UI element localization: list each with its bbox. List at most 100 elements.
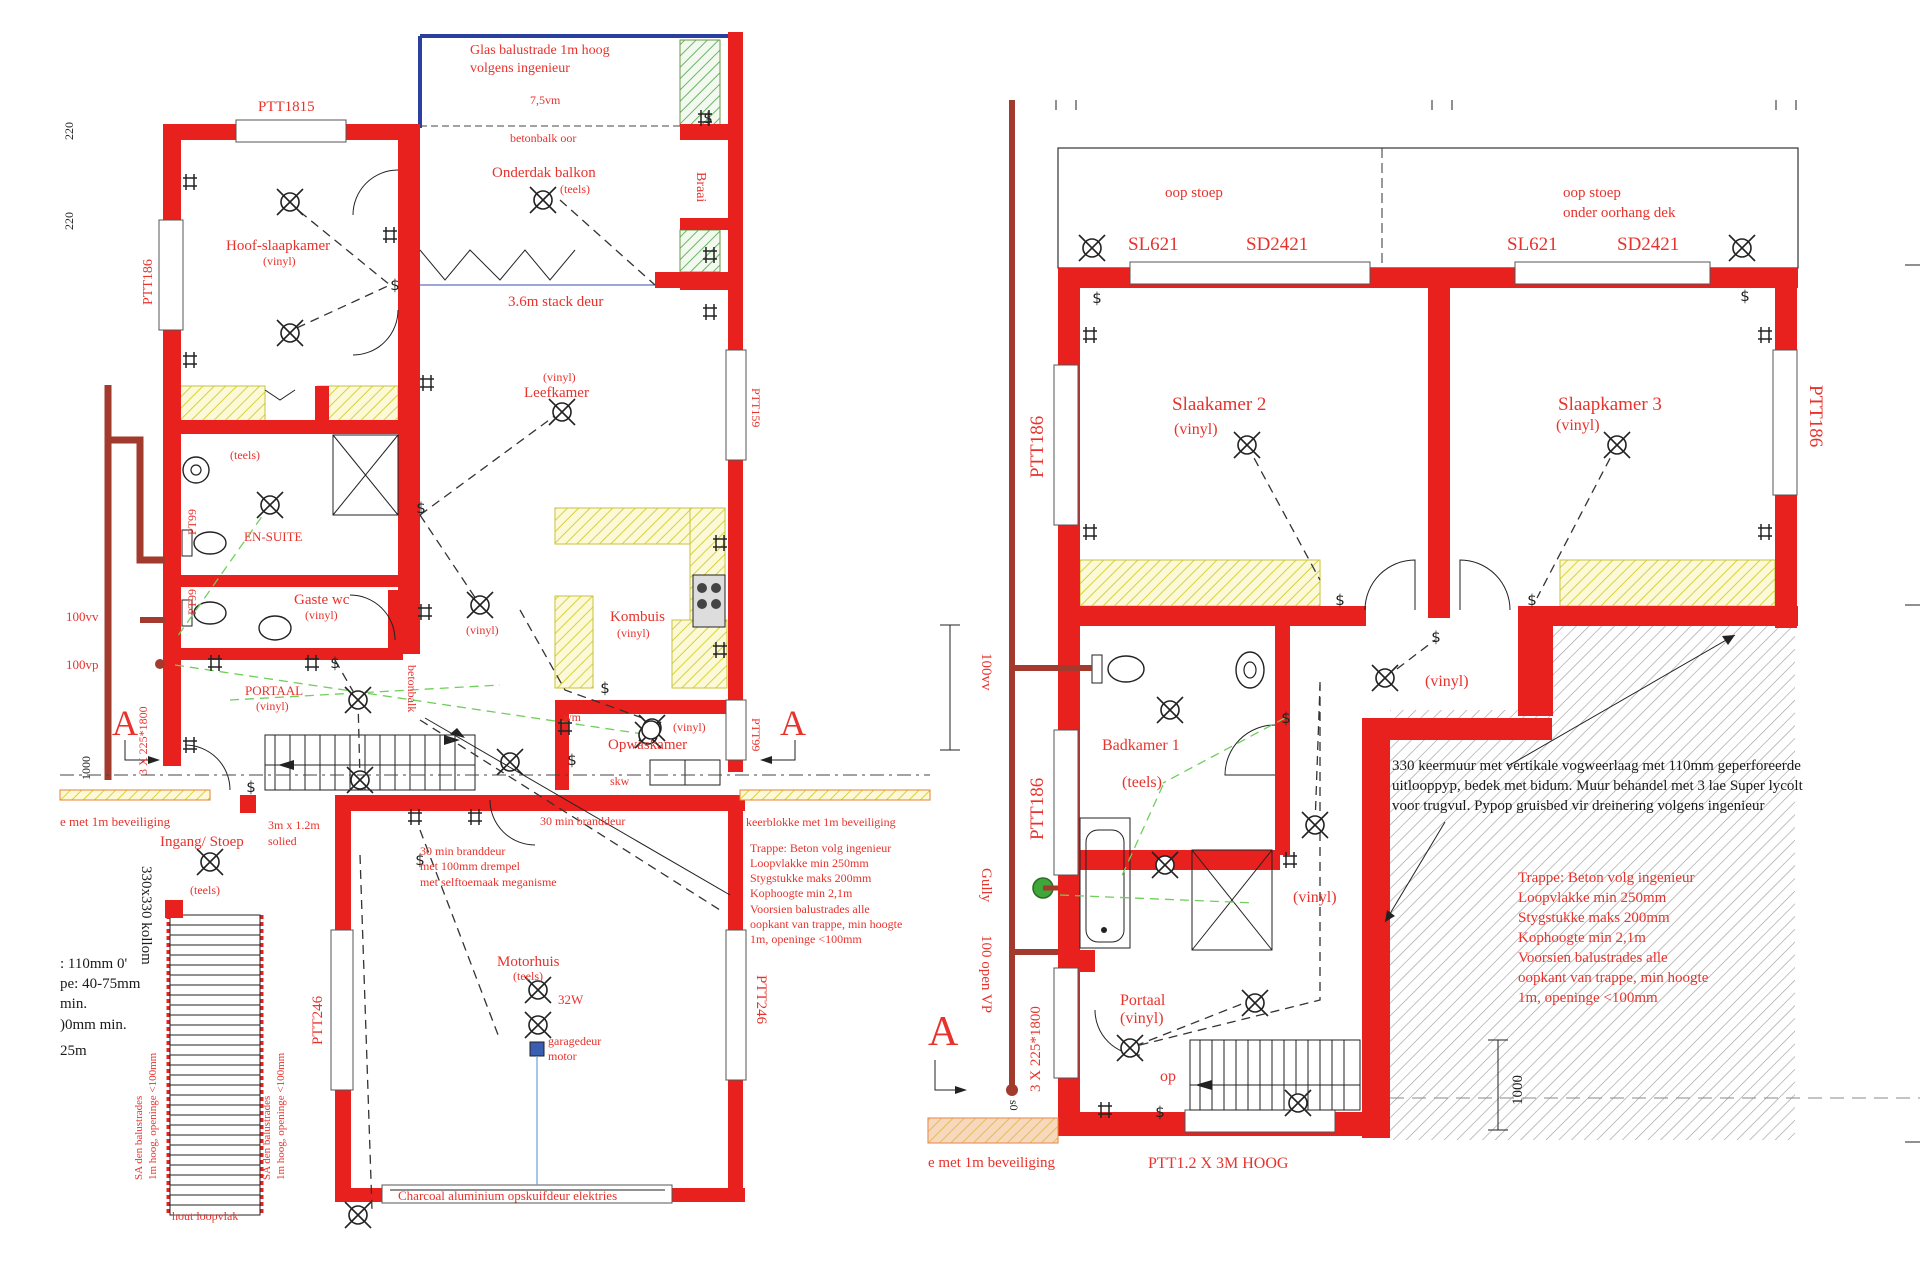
label-cut-2: pe: 40-75mm bbox=[60, 976, 141, 992]
label-upper-dim-1000: 1000 bbox=[1510, 1075, 1526, 1105]
label-upper-trappe-5: Voorsien balustrades alle bbox=[1518, 950, 1668, 966]
label-motorhuis-teels: (teels) bbox=[513, 969, 543, 983]
label-hoof-vinyl: (vinyl) bbox=[263, 254, 296, 268]
label-keerblokke: keerblokke met 1m beveiliging bbox=[746, 815, 896, 829]
label-pt99-b: PT99 bbox=[185, 589, 199, 615]
label-leefkamer: Leefkamer bbox=[524, 385, 589, 401]
label-ptt246-right: PTT246 bbox=[753, 975, 769, 1025]
label-solied-1: 3m x 1.2m bbox=[268, 818, 320, 832]
label-sa-den-3: SA den balustrades bbox=[261, 1096, 273, 1180]
label-stack-deur: 3.6m stack deur bbox=[508, 294, 603, 310]
label-badkamer: Badkamer 1 bbox=[1102, 737, 1180, 754]
label-ingang-stoep: Ingang/ Stoep bbox=[160, 834, 244, 850]
label-upper-portaal-vinyl: (vinyl) bbox=[1120, 1010, 1164, 1027]
label-opwaskamer: Opwaskamer bbox=[608, 737, 687, 753]
label-section-a-left: A bbox=[112, 703, 138, 743]
label-section-a-right: A bbox=[780, 703, 806, 743]
label-garagedeur-2: motor bbox=[548, 1049, 577, 1063]
label-upper-trappe-4: Kophoogte min 2,1m bbox=[1518, 930, 1646, 946]
label-slaapkamer-3-vinyl: (vinyl) bbox=[1556, 417, 1600, 434]
label-ptt12: PTT1.2 X 3M HOOG bbox=[1148, 1155, 1289, 1172]
label-sd2421-right: SD2421 bbox=[1617, 234, 1679, 255]
label-upper-beveiliging: e met 1m beveiliging bbox=[928, 1155, 1056, 1171]
label-upper-section-a: A bbox=[928, 1009, 959, 1055]
label-dim-220-b: 220 bbox=[62, 212, 76, 230]
label-dim-75: 7,5vm bbox=[530, 93, 561, 107]
label-ptt99-right: PTT99 bbox=[749, 718, 763, 751]
label-ptt246-left: PTT246 bbox=[310, 995, 326, 1045]
label-skw: skw bbox=[610, 774, 630, 788]
label-cut-3: min. bbox=[60, 996, 87, 1012]
label-glas-balustrade-1: Glas balustrade 1m hoog bbox=[470, 43, 610, 58]
label-dim-1000: 1000 bbox=[79, 756, 93, 780]
label-watt-32: 32W bbox=[558, 992, 584, 1007]
label-brand-1: 30 min branddeur bbox=[420, 844, 505, 858]
label-wm: wm bbox=[563, 710, 582, 724]
label-dim-3x225: 3 X 225*1800 bbox=[136, 706, 150, 775]
label-solied-2: solied bbox=[268, 834, 297, 848]
label-beveiliging-left: e met 1m beveiliging bbox=[60, 814, 171, 829]
label-ptt186-b: PTT186 bbox=[1027, 778, 1048, 840]
label-ptt186-left: PTT186 bbox=[141, 259, 156, 305]
label-motorhuis: Motorhuis bbox=[497, 954, 560, 970]
label-keermuur-1: 330 keermuur met vertikale vogweerlaag m… bbox=[1392, 758, 1801, 774]
label-trappe-4: Kophoogte min 2,1m bbox=[750, 886, 853, 900]
label-trappe-2: Loopvlakke min 250mm bbox=[750, 856, 869, 870]
label-ptt159: PTT159 bbox=[749, 388, 763, 427]
ground-floor-plan bbox=[59, 32, 931, 1229]
label-slaakamer-2-vinyl: (vinyl) bbox=[1174, 421, 1218, 438]
label-sd2421-left: SD2421 bbox=[1246, 234, 1308, 255]
label-charcoal: Charcoal aluminium opskuifdeur elektries bbox=[398, 1188, 617, 1203]
label-upper-trappe-3: Stygstukke maks 200mm bbox=[1518, 910, 1670, 926]
label-sl621-right: SL621 bbox=[1507, 234, 1558, 255]
label-op: op bbox=[1160, 1068, 1176, 1085]
label-brand-3: met selftoemaak meganisme bbox=[420, 875, 557, 889]
label-betonbalk: betonbalk oor bbox=[510, 131, 576, 145]
label-teels-ensuite: (teels) bbox=[230, 448, 260, 462]
label-sa-den-4: 1m hoog, openinge <100mm bbox=[275, 1052, 287, 1180]
label-hoof-slaapkamer: Hoof-slaapkamer bbox=[226, 238, 330, 254]
label-portaal: PORTAAL bbox=[245, 683, 303, 698]
label-kollom: 330x330 kollom bbox=[138, 866, 154, 965]
label-brand-2: met 100mm drempel bbox=[420, 859, 521, 873]
label-onderdak-balkon: Onderdak balkon bbox=[492, 165, 596, 181]
label-upper-portaal: Portaal bbox=[1120, 992, 1166, 1009]
label-oop-stoep-right: oop stoep bbox=[1563, 185, 1621, 201]
label-ptt186-c: PTT186 bbox=[1805, 385, 1826, 447]
label-kombuis-vinyl: (vinyl) bbox=[617, 626, 650, 640]
label-upper-pipe-100vv: 100vv bbox=[978, 653, 994, 691]
label-open-vp: 100 open VP bbox=[978, 935, 994, 1013]
label-pt99-a: PT99 bbox=[185, 509, 199, 535]
label-kombuis: Kombuis bbox=[610, 609, 665, 625]
label-opwas-vinyl: (vinyl) bbox=[673, 720, 706, 734]
label-hout: hout loopvlak bbox=[172, 1209, 238, 1223]
label-upper-trappe-7: 1m, openinge <100mm bbox=[1518, 990, 1658, 1006]
label-onder-oorhang: onder oorhang dek bbox=[1563, 205, 1676, 221]
label-trappe-1: Trappe: Beton volg ingenieur bbox=[750, 841, 891, 855]
label-upper-dim-3x225: 3 X 225*1800 bbox=[1028, 1006, 1044, 1092]
label-trappe-3: Stygstukke maks 200mm bbox=[750, 871, 872, 885]
label-pipe-100vv: 100vv bbox=[66, 609, 99, 624]
label-cut-1: : 110mm 0' bbox=[60, 956, 127, 972]
label-upper-trappe-6: oopkant van trappe, min hoogte bbox=[1518, 970, 1709, 986]
upper-floor-labels: oop stoep oop stoep onder oorhang dek SL… bbox=[928, 185, 1826, 1172]
label-cut-5: 25m bbox=[60, 1043, 87, 1059]
label-dim-220-a: 220 bbox=[62, 122, 76, 140]
upper-floor-plan bbox=[927, 100, 1920, 1144]
label-trappe-6: oopkant van trappe, min hoogte bbox=[750, 917, 902, 931]
label-portaal-vinyl: (vinyl) bbox=[256, 699, 289, 713]
label-en-suite: EN-SUITE bbox=[244, 529, 303, 544]
label-ingang-teels: (teels) bbox=[190, 883, 220, 897]
label-pipe-100vp: 100vp bbox=[66, 657, 99, 672]
label-slaakamer-2: Slaakamer 2 bbox=[1172, 394, 1266, 415]
label-sl621-left: SL621 bbox=[1128, 234, 1179, 255]
label-sa-den-1: SA den balustrades bbox=[133, 1096, 145, 1180]
label-vinyl-passage: (vinyl) bbox=[1425, 673, 1469, 690]
label-gully: Gully bbox=[978, 868, 994, 903]
label-garagedeur-1: garagedeur bbox=[548, 1034, 601, 1048]
label-sa-den-2: 1m hoog, openinge <100mm bbox=[147, 1052, 159, 1180]
label-slaapkamer-3: Slaapkamer 3 bbox=[1558, 394, 1662, 415]
label-upper-trappe-2: Loopvlakke min 250mm bbox=[1518, 890, 1667, 906]
label-vinyl-stair: (vinyl) bbox=[1293, 889, 1337, 906]
